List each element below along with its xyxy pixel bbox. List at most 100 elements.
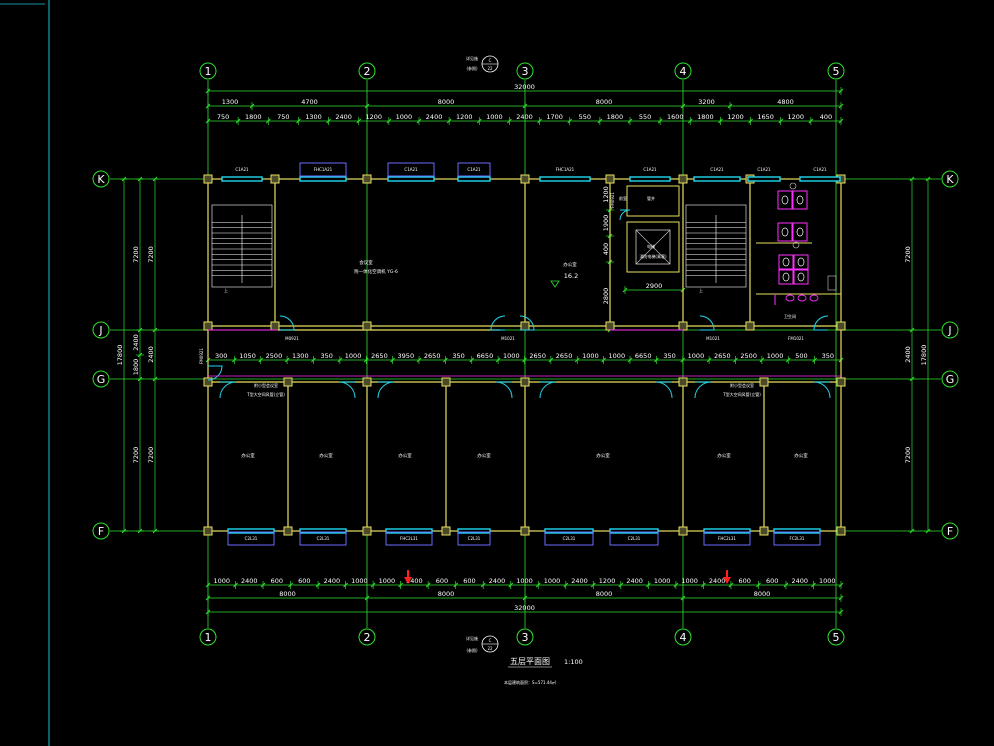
axis-bubble-top-4[interactable]: 4 [674, 62, 692, 80]
column [362, 377, 372, 387]
dimension-slash [343, 582, 348, 588]
dimension-label: 1050 [239, 352, 256, 360]
dimension-slash [657, 118, 663, 124]
section-mark-caption: (参照) [466, 647, 478, 653]
section-mark-bottom[interactable]: C 22 详见施 (参照) [466, 635, 499, 653]
dimension-slash [152, 176, 158, 182]
dimension-label: 1200 [599, 577, 616, 585]
dimension-slash [909, 327, 915, 333]
dimension-label: 1000 [654, 577, 671, 585]
dimension-label: 350 [452, 352, 464, 360]
axis-bubble-top-2[interactable]: 2 [358, 62, 376, 80]
dimension-slash [838, 595, 844, 601]
window-bottom [609, 528, 659, 534]
dimension-slash [480, 582, 486, 588]
axis-label: 4 [680, 631, 687, 644]
dimension-slash [718, 118, 723, 124]
axis-bubble-bottom-3[interactable]: 3 [516, 628, 534, 646]
fixtures [207, 182, 841, 399]
window-label: FHC1A21 [314, 167, 333, 172]
dimension-slash [574, 357, 580, 363]
dimension-label: 2400 [626, 577, 643, 585]
dimension-label: 1000 [396, 113, 413, 121]
dimension-label: 1000 [582, 352, 599, 360]
axis-bubble-left-F[interactable]: F [92, 522, 110, 540]
window-tag-box [773, 531, 821, 546]
door-label: M1021 [501, 336, 515, 341]
axis-bubble-left-K[interactable]: K [92, 170, 110, 188]
window-tag-box [457, 531, 491, 546]
dimension-label: 32000 [514, 83, 535, 91]
axis-bubble-left-J[interactable]: J [92, 321, 110, 339]
dimension-slash [152, 327, 158, 333]
room-note: 消防电梯(乘客) [639, 253, 667, 259]
column [441, 377, 451, 387]
drawing-title: 五层平面图 [510, 657, 550, 666]
dimension-label: 2400 [571, 577, 588, 585]
stair-outline [685, 204, 747, 288]
dimension-slash [137, 327, 143, 333]
door-label: FM0921 [610, 192, 615, 208]
axis-bubble-right-G[interactable]: G [941, 370, 959, 388]
window-bottom [457, 528, 491, 534]
room-note: 附小型会议室 [730, 382, 754, 388]
dimension-slash [627, 357, 633, 363]
axis-bubble-bottom-2[interactable]: 2 [358, 628, 376, 646]
door-swing [694, 381, 712, 399]
dimension-slash [453, 582, 459, 588]
dimension-label: 1000 [681, 577, 698, 585]
dimension-slash [137, 376, 143, 382]
dimension-label: 2650 [556, 352, 573, 360]
dimension-slash [727, 103, 733, 109]
dimension-slash [909, 176, 915, 182]
section-mark-top[interactable]: C 22 详见施 (参照) [466, 55, 499, 73]
axis-bubble-right-K[interactable]: K [941, 170, 959, 188]
dimension-slash [284, 357, 290, 363]
dimension-slash [205, 582, 211, 588]
dimension-slash [925, 176, 931, 182]
axis-bubble-bottom-4[interactable]: 4 [674, 628, 692, 646]
axis-bubble-top-5[interactable]: 5 [827, 62, 845, 80]
room-note: T型大空间风管(立管) [722, 391, 761, 397]
axis-label: F [98, 525, 104, 538]
dimension-label: 600 [436, 577, 448, 585]
window-tag-box [544, 531, 594, 546]
axis-bubble-bottom-5[interactable]: 5 [827, 628, 845, 646]
dimension-label: 1800 [697, 113, 714, 121]
dimension-label: 2400 [426, 113, 443, 121]
axis-label: J [947, 324, 951, 337]
door-swing [813, 315, 829, 331]
dimension-label: 1600 [667, 113, 684, 121]
axis-bubble-bottom-1[interactable]: 1 [199, 628, 217, 646]
room-label: 办公室 [398, 452, 412, 459]
window-tag-box [457, 162, 491, 177]
axis-bubble-top-3[interactable]: 3 [516, 62, 534, 80]
dimension-label: 1200 [602, 186, 610, 203]
dimension-label: 32000 [514, 604, 535, 612]
dimension-label: 4700 [301, 98, 318, 106]
door-swing [813, 381, 831, 399]
window-tag-box [703, 531, 751, 546]
axis-bubble-left-G[interactable]: G [92, 370, 110, 388]
window-top [539, 176, 591, 182]
dimension-label: 2500 [266, 352, 283, 360]
axis-bubble-top-1[interactable]: 1 [199, 62, 217, 80]
dimension-slash [416, 118, 422, 124]
dimension-slash [680, 357, 686, 363]
column [283, 526, 293, 536]
dimension-slash [205, 595, 211, 601]
dimension-label: 2400 [516, 113, 533, 121]
axis-bubble-right-F[interactable]: F [941, 522, 959, 540]
axis-bubble-right-J[interactable]: J [941, 321, 959, 339]
toilet-bowl [781, 227, 789, 237]
dimension-slash [706, 357, 712, 363]
elevation-marker [550, 280, 560, 288]
dimension-label: 3950 [398, 352, 415, 360]
window-label: C1A21 [404, 167, 418, 172]
room-label: 办公室 [563, 261, 577, 268]
window-tag-box [609, 531, 659, 546]
column [520, 174, 530, 184]
